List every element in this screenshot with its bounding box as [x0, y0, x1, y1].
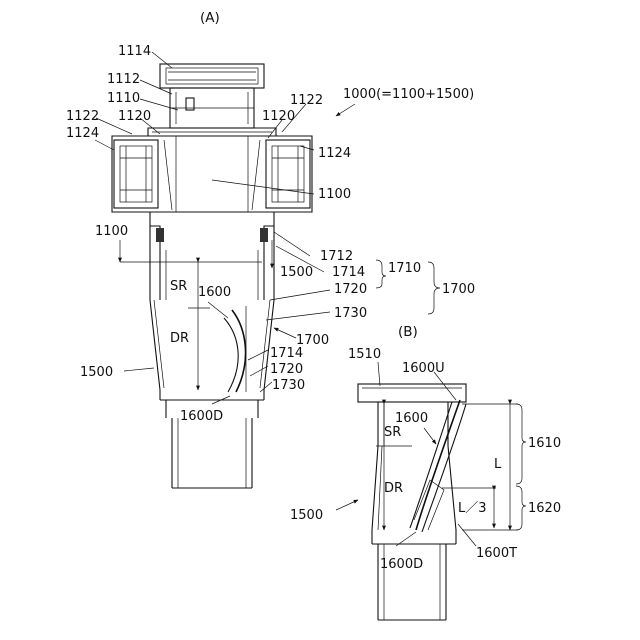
label-1510: 1510 — [348, 347, 381, 362]
label-1122-left: 1122 — [66, 109, 99, 124]
figure-b-caption: (B) — [398, 324, 418, 340]
label-1712: 1712 — [320, 249, 353, 264]
right-port-1124 — [266, 140, 310, 208]
label-1110: 1110 — [107, 91, 140, 106]
label-1720-top: 1720 — [334, 282, 367, 297]
cap-1114 — [160, 64, 264, 88]
label-1600d-a: 1600D — [180, 409, 223, 424]
label-1714-bottom: 1714 — [270, 346, 303, 361]
label-1500-left: 1500 — [80, 365, 113, 380]
label-dr-b: DR — [384, 481, 403, 496]
label-1120-right: 1120 — [262, 109, 295, 124]
figure-b-drawing — [358, 384, 518, 620]
label-dr-a: DR — [170, 331, 189, 346]
label-1700-group: 1700 — [442, 282, 475, 297]
label-title-1000: 1000(=1100+1500) — [343, 87, 474, 102]
label-1710: 1710 — [388, 261, 421, 276]
label-1600-b: 1600 — [395, 411, 428, 426]
label-1500-b: 1500 — [290, 508, 323, 523]
label-1610: 1610 — [528, 436, 561, 451]
seal-1712-right — [260, 228, 268, 242]
label-1714-top: 1714 — [332, 265, 365, 280]
label-1720-bottom: 1720 — [270, 362, 303, 377]
label-1124-right: 1124 — [318, 146, 351, 161]
label-1100-inner: 1100 — [318, 187, 351, 202]
label-1600u: 1600U — [402, 361, 445, 376]
label-1112: 1112 — [107, 72, 140, 87]
figure-a-caption: (A) — [200, 10, 220, 26]
label-1120-left: 1120 — [118, 109, 151, 124]
cap-1510 — [358, 384, 466, 402]
label-1500-mid: 1500 — [280, 265, 313, 280]
label-1600d-b: 1600D — [380, 557, 423, 572]
label-1114: 1114 — [118, 44, 151, 59]
bracket-1710 — [376, 260, 386, 288]
bracket-1610 — [516, 404, 526, 484]
label-l-third: L／3 — [458, 501, 487, 516]
label-sr-b: SR — [384, 425, 401, 440]
left-port-1124 — [114, 140, 158, 208]
label-l-upper: L — [494, 457, 502, 472]
label-1730-bottom: 1730 — [272, 378, 305, 393]
bracket-1700 — [428, 262, 440, 314]
label-1600t: 1600T — [476, 546, 517, 561]
bracket-1620 — [516, 486, 526, 530]
label-sr-a: SR — [170, 279, 187, 294]
label-1620: 1620 — [528, 501, 561, 516]
label-1124-left: 1124 — [66, 126, 99, 141]
seal-1712-left — [156, 228, 164, 242]
label-1730-top: 1730 — [334, 306, 367, 321]
label-1100-left: 1100 — [95, 224, 128, 239]
label-1122-right: 1122 — [290, 93, 323, 108]
label-1600-a: 1600 — [198, 285, 231, 300]
